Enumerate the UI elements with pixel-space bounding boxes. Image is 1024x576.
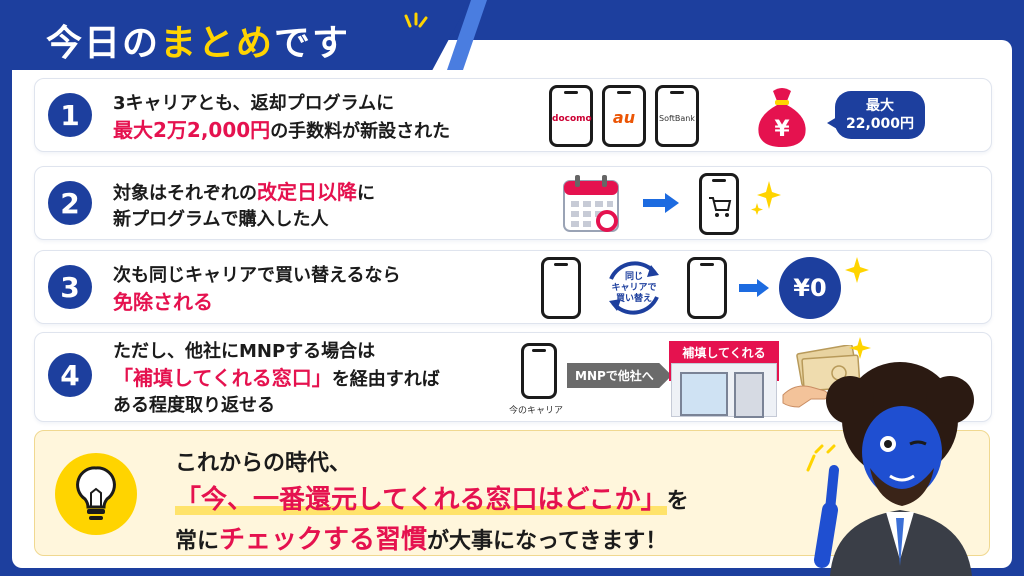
calendar-icon — [563, 175, 619, 232]
list-item: 2 対象はそれぞれの改定日以降に 新プログラムで購入した人 — [34, 166, 992, 240]
shop-window — [680, 372, 728, 416]
conclusion-line-2: 「今、一番還元してくれる窓口はどこか」を — [175, 485, 689, 515]
lightbulb-icon — [76, 466, 116, 520]
phone-icon: au — [602, 85, 646, 147]
phone-icon: docomo — [549, 85, 593, 147]
phone-icon — [687, 257, 727, 319]
list-item: 3 次も同じキャリアで買い替えるなら 免除される 同じ キャリアで 買い替え ¥… — [34, 250, 992, 324]
phone-icon — [541, 257, 581, 319]
phone-icon — [521, 343, 557, 399]
list-item: 4 ただし、他社にMNPする場合は 「補填してくれる窓口」を経由すれば ある程度… — [34, 332, 992, 422]
list-item: 1 3キャリアとも、返却プログラムに 最大2万2,000円の手数料が新設された … — [34, 78, 992, 152]
shop-illustration: 補填してくれる窓口 — [669, 341, 779, 418]
svg-text:¥: ¥ — [774, 117, 790, 142]
arrow-right-icon — [739, 279, 769, 297]
cycle-arrows-icon — [609, 261, 659, 315]
item-number: 4 — [48, 353, 92, 397]
lightbulb-badge — [55, 453, 137, 535]
money-bag-icon: ¥ — [758, 88, 806, 147]
item-number: 3 — [48, 265, 92, 309]
mnp-arrow-label: MNPで他社へ — [567, 363, 672, 388]
cash-hand-icon — [782, 345, 861, 408]
same-carrier-cycle: 同じ キャリアで 買い替え — [601, 255, 667, 321]
phone-icon — [699, 173, 739, 235]
phone-icon: SoftBank — [655, 85, 699, 147]
zero-yen-coin: ¥0 — [779, 257, 841, 319]
item-text: 3キャリアとも、返却プログラムに 最大2万2,000円の手数料が新設された — [113, 93, 451, 142]
item-text: 次も同じキャリアで買い替えるなら 免除される — [113, 265, 401, 314]
sparkle-icon — [849, 337, 871, 359]
phone-caption: 今のキャリア — [509, 406, 564, 416]
item-text: ただし、他社にMNPする場合は 「補填してくれる窓口」を経由すれば ある程度取り… — [113, 341, 440, 416]
conclusion-line-3: 常にチェックする習慣が大事になってきます！ — [175, 525, 668, 555]
item-number: 2 — [48, 181, 92, 225]
page-title: 今日のまとめです — [46, 23, 351, 64]
max-amount-bubble: 最大 22,000円 — [827, 91, 925, 139]
shop-front — [671, 363, 777, 418]
sparkle-icon — [845, 257, 869, 283]
sparkle-icon — [751, 181, 781, 215]
item-number: 1 — [48, 93, 92, 137]
title-banner — [0, 0, 470, 70]
conclusion-line-1: これからの時代、 — [175, 451, 352, 476]
cart-icon — [709, 197, 732, 217]
item-text: 対象はそれぞれの改定日以降に 新プログラムで購入した人 — [113, 180, 375, 230]
sparkle-icon — [404, 12, 428, 28]
shop-door — [734, 372, 764, 418]
cycle-label: 同じ キャリアで 買い替え — [611, 272, 657, 304]
presenter-character — [806, 362, 974, 576]
arrow-right-icon — [643, 193, 679, 213]
